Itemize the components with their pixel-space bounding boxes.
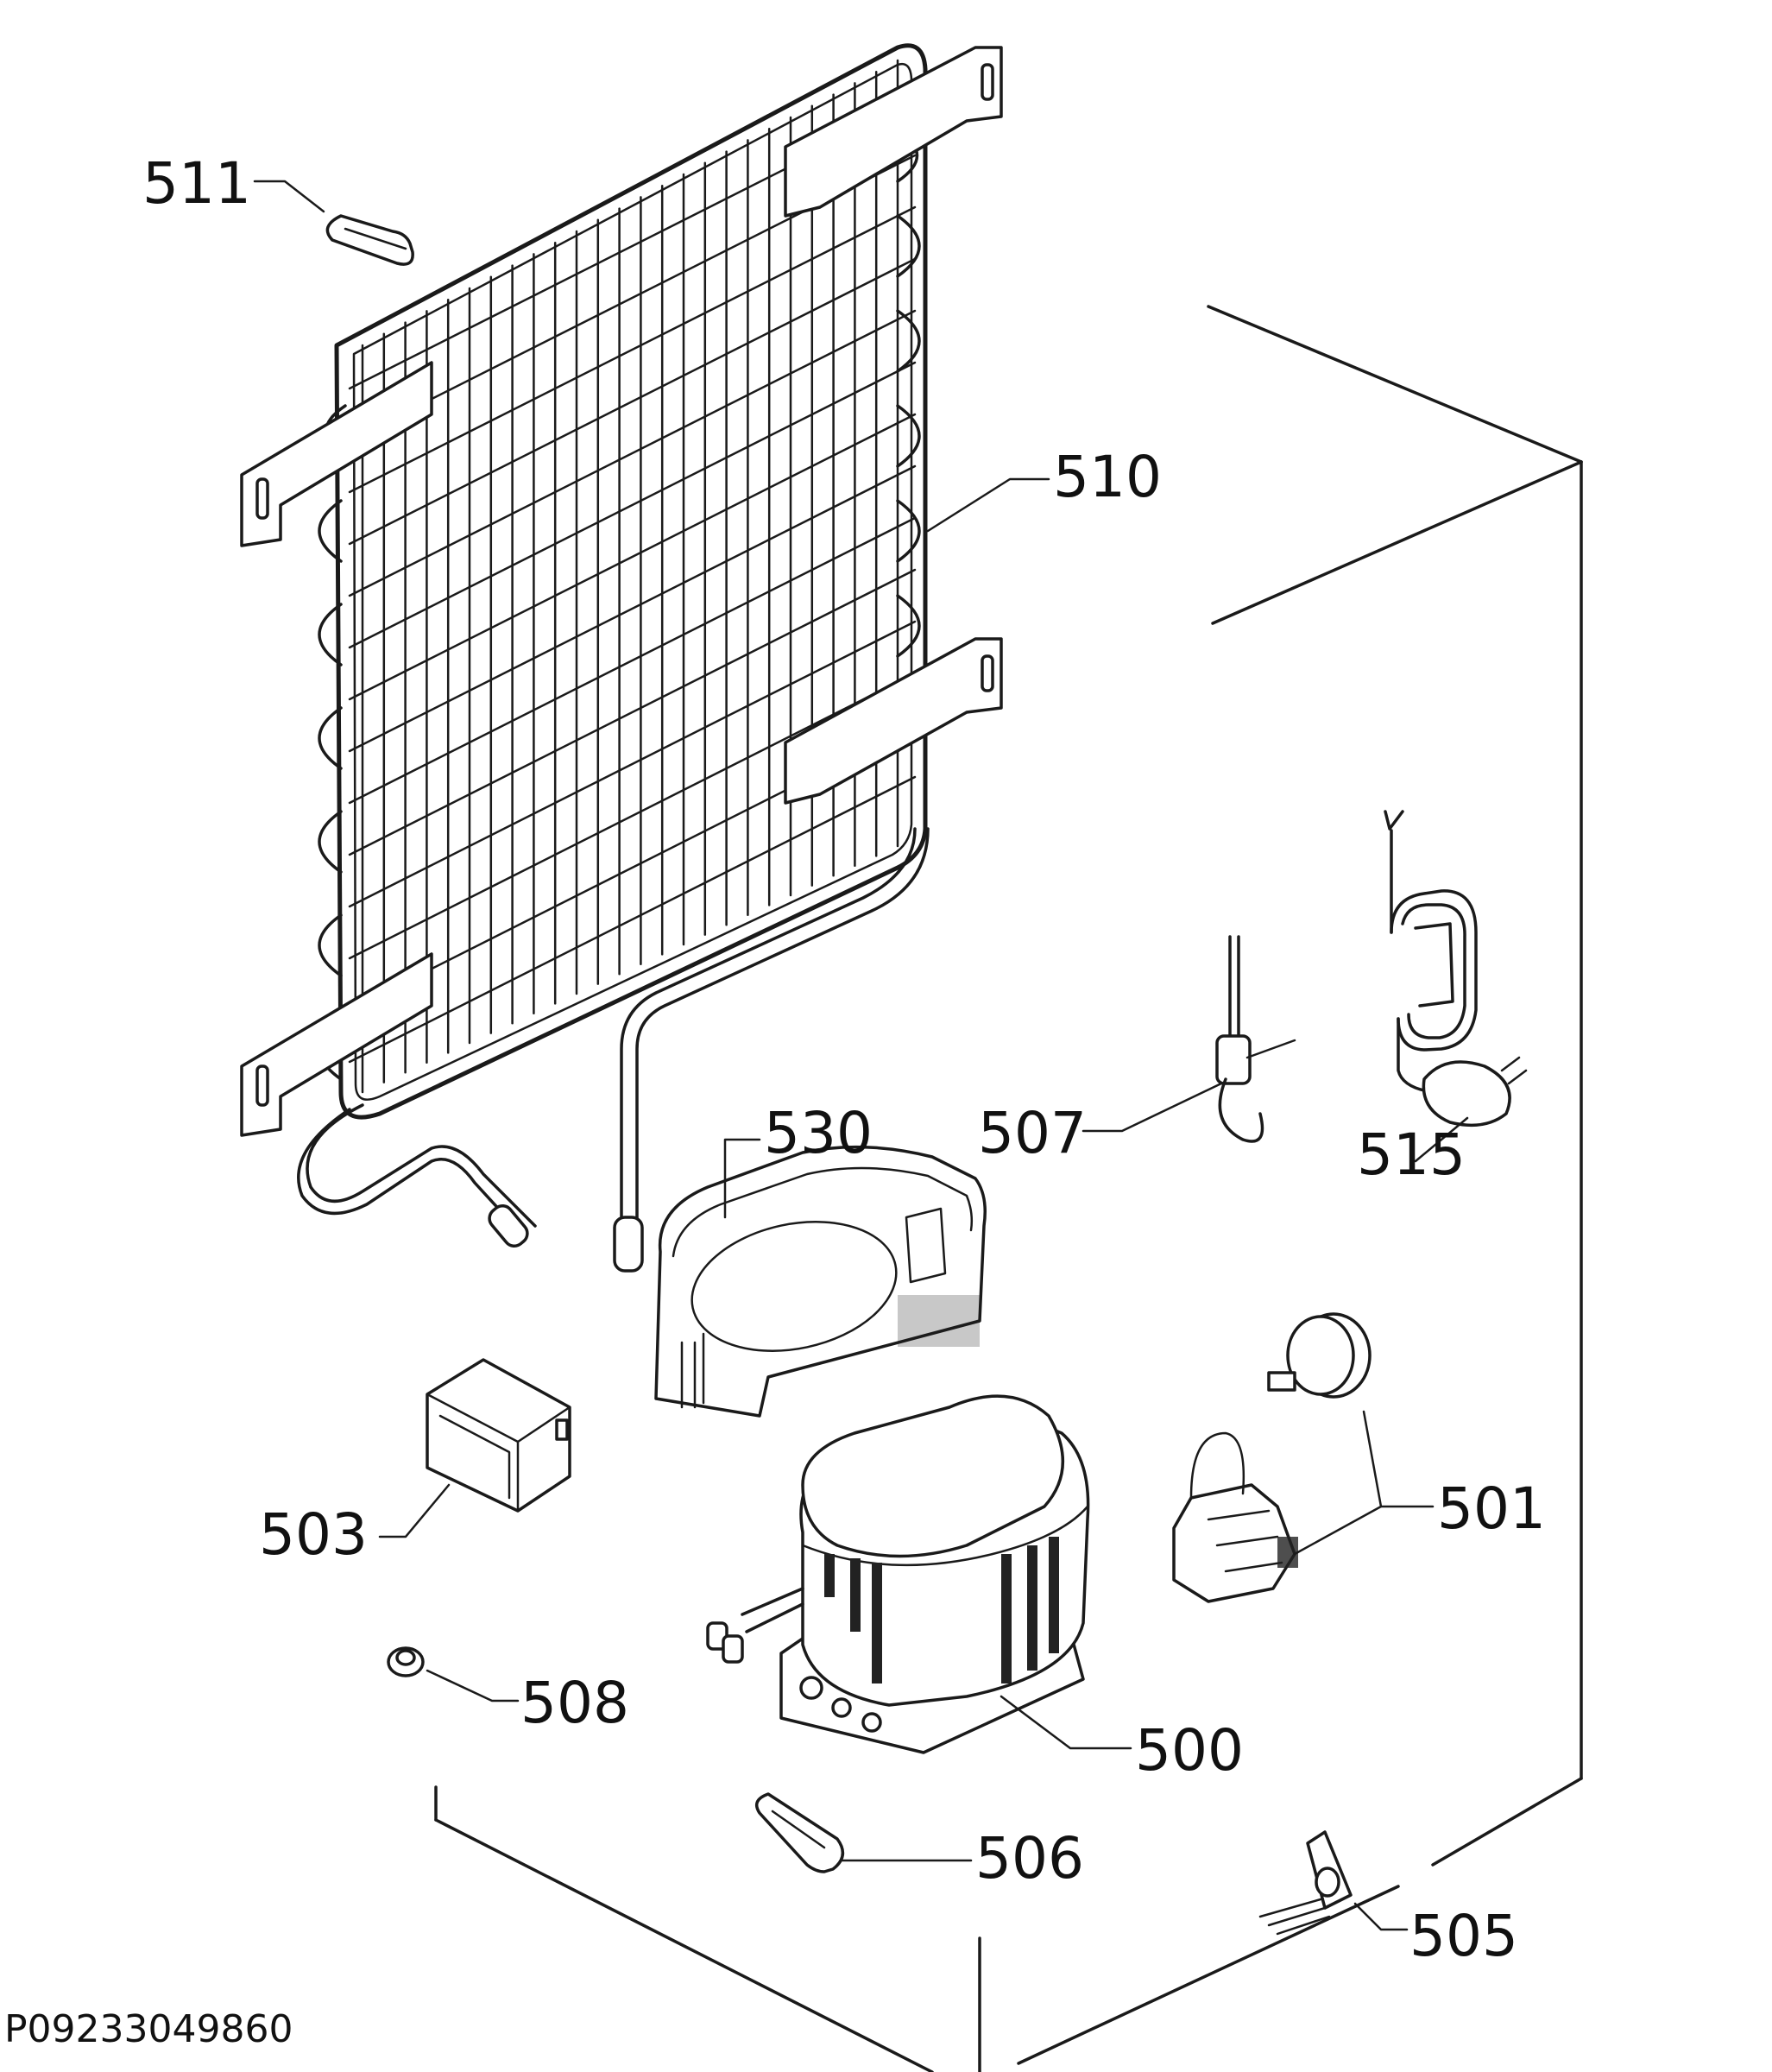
callout-510: 510 bbox=[1053, 444, 1162, 510]
compressor-stripe bbox=[824, 1554, 835, 1597]
starter-501 bbox=[1172, 1312, 1372, 1603]
callout-500: 500 bbox=[1135, 1717, 1244, 1784]
condenser-tube bbox=[348, 464, 917, 753]
callout-507: 507 bbox=[978, 1100, 1087, 1166]
compressor-stripe bbox=[850, 1558, 861, 1632]
leader-lines bbox=[253, 180, 1469, 1931]
callout-501: 501 bbox=[1437, 1475, 1546, 1542]
compressor-stripe bbox=[1027, 1545, 1037, 1671]
callout-508: 508 bbox=[520, 1670, 629, 1736]
diagram-code: P09233049860 bbox=[4, 2007, 293, 2051]
condenser-tube bbox=[348, 257, 917, 546]
callout-503: 503 bbox=[259, 1501, 368, 1568]
condenser-tube bbox=[348, 516, 917, 805]
clip-505 bbox=[1258, 1830, 1353, 1936]
compressor-500 bbox=[706, 1394, 1090, 1754]
compressor-stripe bbox=[1049, 1537, 1059, 1653]
grommet-508 bbox=[387, 1646, 425, 1677]
condenser-tube bbox=[348, 309, 917, 597]
callout-511: 511 bbox=[142, 150, 251, 217]
compressor-stripe bbox=[1001, 1554, 1012, 1684]
condenser-tube bbox=[348, 413, 917, 701]
callout-506: 506 bbox=[975, 1825, 1084, 1892]
sensor-507 bbox=[1215, 935, 1296, 1143]
condenser-tube bbox=[348, 568, 917, 856]
condenser-tube bbox=[348, 775, 917, 1064]
condenser-tube bbox=[348, 672, 917, 960]
bracket-506 bbox=[754, 1792, 845, 1873]
condenser-tube bbox=[348, 620, 917, 908]
relay-503 bbox=[426, 1358, 571, 1513]
compressor-cover-530 bbox=[654, 1145, 987, 1418]
cabinet-outline bbox=[434, 305, 1583, 2072]
power-cord-515 bbox=[1384, 810, 1528, 1128]
condenser-tube bbox=[348, 361, 917, 649]
condenser-510 bbox=[240, 43, 1003, 1273]
callout-530: 530 bbox=[764, 1100, 873, 1166]
condenser-tube bbox=[348, 205, 917, 494]
callout-515: 515 bbox=[1357, 1121, 1466, 1188]
callout-505: 505 bbox=[1409, 1903, 1518, 1969]
clip-511 bbox=[325, 214, 414, 266]
compressor-stripe bbox=[872, 1563, 882, 1684]
